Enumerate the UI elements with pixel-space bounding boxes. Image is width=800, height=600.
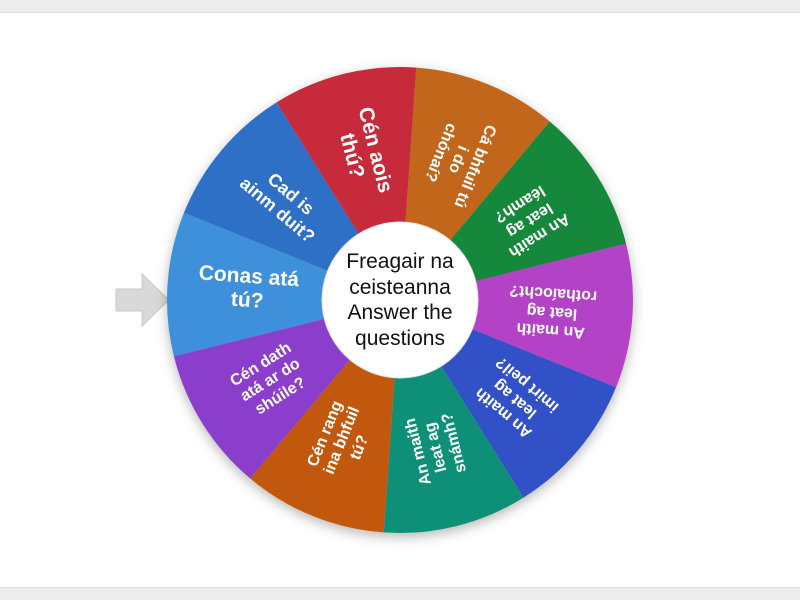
wheel-hub: [321, 221, 479, 379]
wheel-pointer-arrow-icon: [115, 272, 170, 328]
wheel-segment-2[interactable]: [400, 243, 633, 388]
top-letterbox: [0, 0, 800, 13]
wheel-segment-7[interactable]: [167, 212, 400, 357]
bottom-letterbox: [0, 587, 800, 600]
